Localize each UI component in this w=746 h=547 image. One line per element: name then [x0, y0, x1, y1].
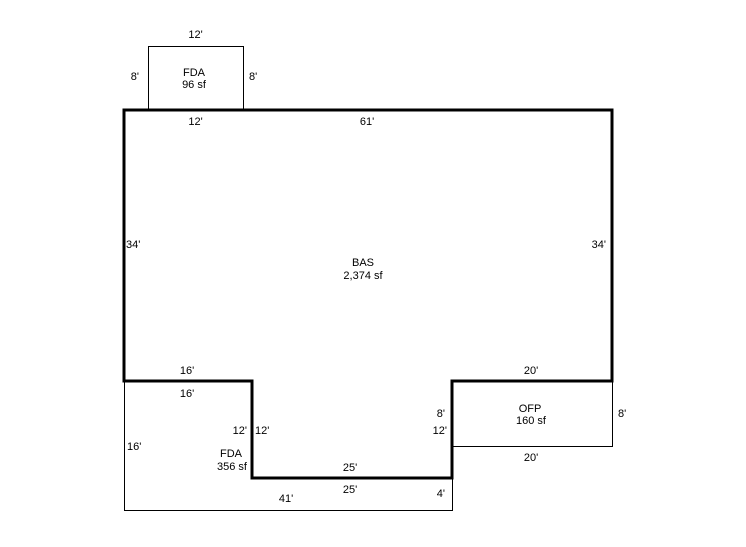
bas-top-dimension: 61': [360, 116, 374, 128]
fda-bottom-outline: [124, 381, 453, 511]
bas-notch-right-inner-dimension: 8': [437, 408, 445, 420]
fda-top-left-dimension: 8': [131, 71, 139, 83]
fda-top-area: 96 sf: [182, 79, 207, 91]
fda-bottom-bottom-dimension: 41': [279, 493, 293, 505]
fda-bottom-notch-dimension: 25': [343, 484, 357, 496]
fda-top-top-dimension: 12': [188, 29, 202, 41]
fda-bottom-right-dimension: 4': [437, 488, 445, 500]
fda-bottom-code: FDA: [220, 448, 243, 460]
fda-top-code: FDA: [183, 67, 206, 79]
fda-bottom-left-dimension: 16': [127, 441, 141, 453]
bas-notch-right-top-dimension: 20': [524, 365, 538, 377]
fda-top-right-dimension: 8': [249, 71, 257, 83]
ofp-left-dimension: 12': [433, 425, 447, 437]
bas-area: 2,374 sf: [343, 270, 383, 282]
bas-notch-bottom-dimension: 25': [343, 462, 357, 474]
bas-left-dimension: 34': [126, 239, 140, 251]
bas-right-dimension: 34': [592, 239, 606, 251]
fda-bottom-area: 356 sf: [217, 461, 248, 473]
bas-code: BAS: [352, 257, 374, 269]
ofp-outline: [452, 381, 613, 447]
ofp-code: OFP: [519, 403, 542, 415]
ofp-right-dimension: 8': [618, 408, 626, 420]
bas-notch-left-inner-dimension: 12': [255, 425, 269, 437]
ofp-area: 160 sf: [516, 415, 547, 427]
bas-notch-left-top-dimension: 16': [180, 365, 194, 377]
bas-outline: [122, 108, 614, 480]
fda-bottom-inner-dimension: 12': [233, 425, 247, 437]
fda-top-bottom-dimension: 12': [188, 116, 202, 128]
fda-bottom-top-dimension: 16': [180, 388, 194, 400]
ofp-bottom-dimension: 20': [524, 452, 538, 464]
